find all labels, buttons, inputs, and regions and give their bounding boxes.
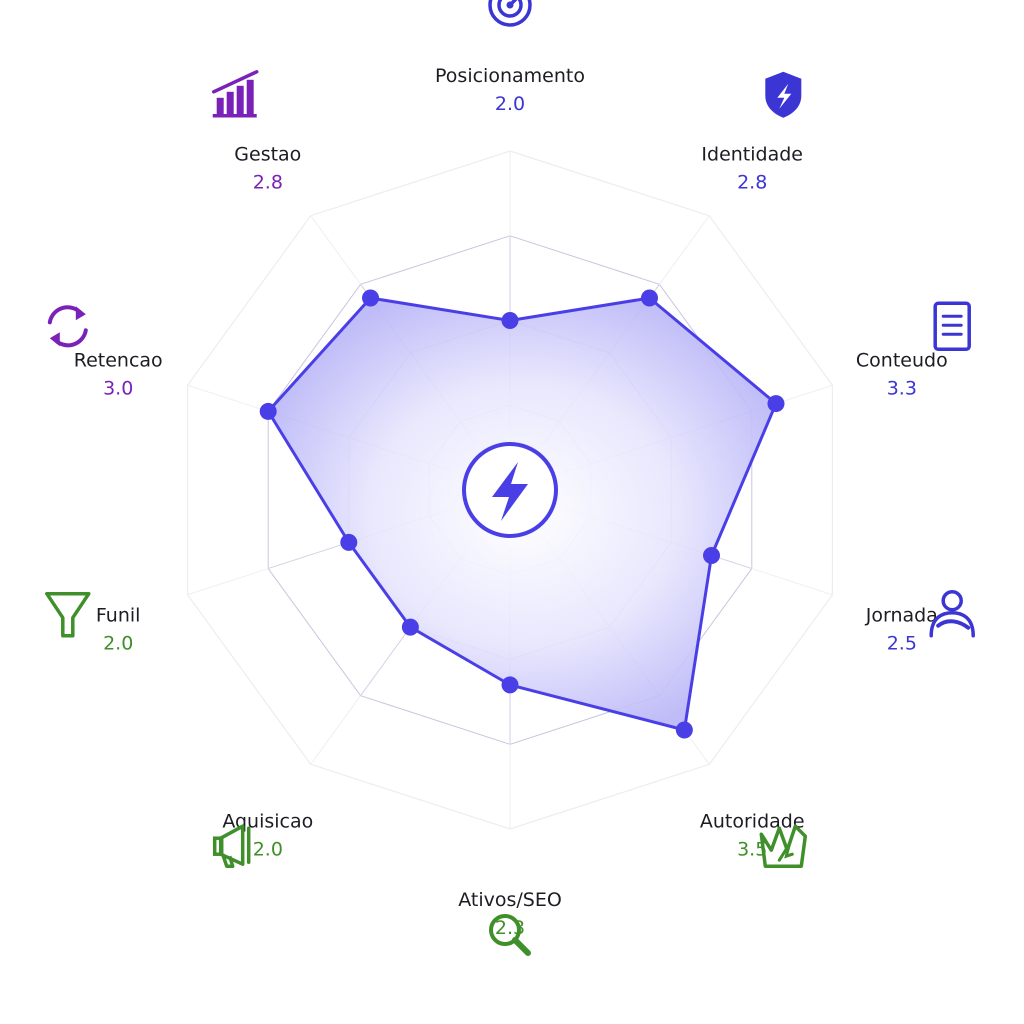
axis-value: 2.0 [253,838,283,860]
spoke-outer-3 [751,568,833,596]
spoke-outer-8 [187,384,269,412]
data-point [640,289,658,307]
axis-value: 2.8 [253,172,283,194]
person-icon [929,589,975,638]
data-point [501,312,519,329]
axis-icons [45,0,975,956]
data-point [501,676,519,694]
axis-value: 3.3 [887,378,917,400]
axis-value: 2.0 [495,93,525,115]
data-point [767,395,785,413]
spoke-outer-6 [310,695,361,765]
axis-label: Conteudo [856,350,948,372]
axis-label: Ativos/SEO [458,889,562,911]
axis-label: Gestao [234,144,301,166]
series-markers [259,289,785,739]
document-icon [933,301,971,352]
data-point [259,402,277,420]
data-point [401,618,419,636]
axis-value: 2.8 [737,172,767,194]
axis-label: Jornada [865,604,938,626]
spoke-outer-9 [310,215,361,285]
data-point [703,546,721,564]
refresh-icon [47,305,88,348]
funnel-icon [45,591,91,638]
axis-label: Aquisicao [222,810,313,832]
spoke-outer-7 [187,568,269,596]
data-point [340,533,358,551]
axis-value: 3.0 [103,378,133,400]
spoke-outer-1 [659,215,710,285]
axis-value: 2.5 [887,632,917,654]
lightning-bolt-icon [492,462,528,521]
target-icon [488,0,532,27]
axis-label: Autoridade [700,810,805,832]
search-icon [489,914,531,956]
axis-label: Retencao [74,350,163,372]
axis-label: Funil [96,604,141,626]
axis-label: Identidade [701,144,803,166]
megaphone-icon [212,824,251,868]
shield-icon [765,71,802,118]
data-point [362,289,380,307]
axis-value: 2.0 [103,632,133,654]
bar-chart-icon [211,70,259,118]
crown-icon [759,824,808,868]
data-point [675,721,693,739]
center-badge [462,442,558,538]
axis-value: 3.5 [737,838,767,860]
axis-label: Posicionamento [435,65,585,87]
